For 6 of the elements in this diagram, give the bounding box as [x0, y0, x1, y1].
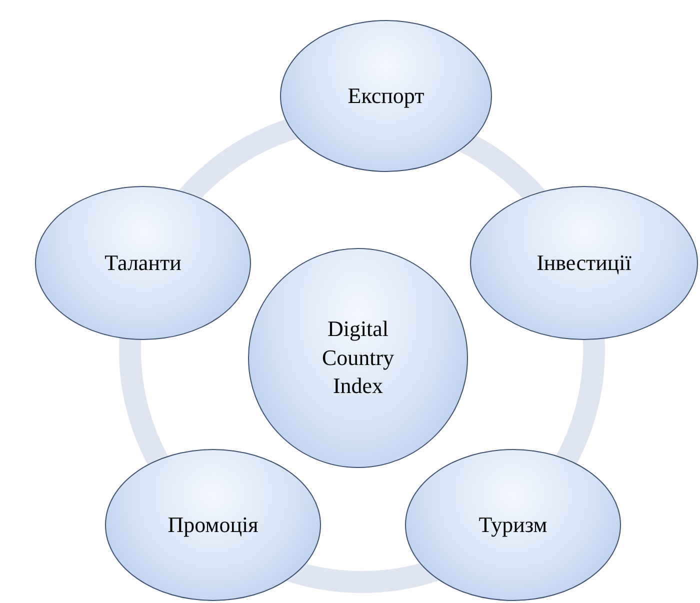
node-label: Туризм	[478, 510, 548, 539]
node-label: Промоція	[168, 510, 258, 539]
node-label: Digital Country Index	[320, 315, 396, 400]
node-label: Інвестиції	[536, 248, 632, 277]
node-label: Експорт	[348, 82, 424, 110]
node-label: Таланти	[104, 248, 182, 277]
